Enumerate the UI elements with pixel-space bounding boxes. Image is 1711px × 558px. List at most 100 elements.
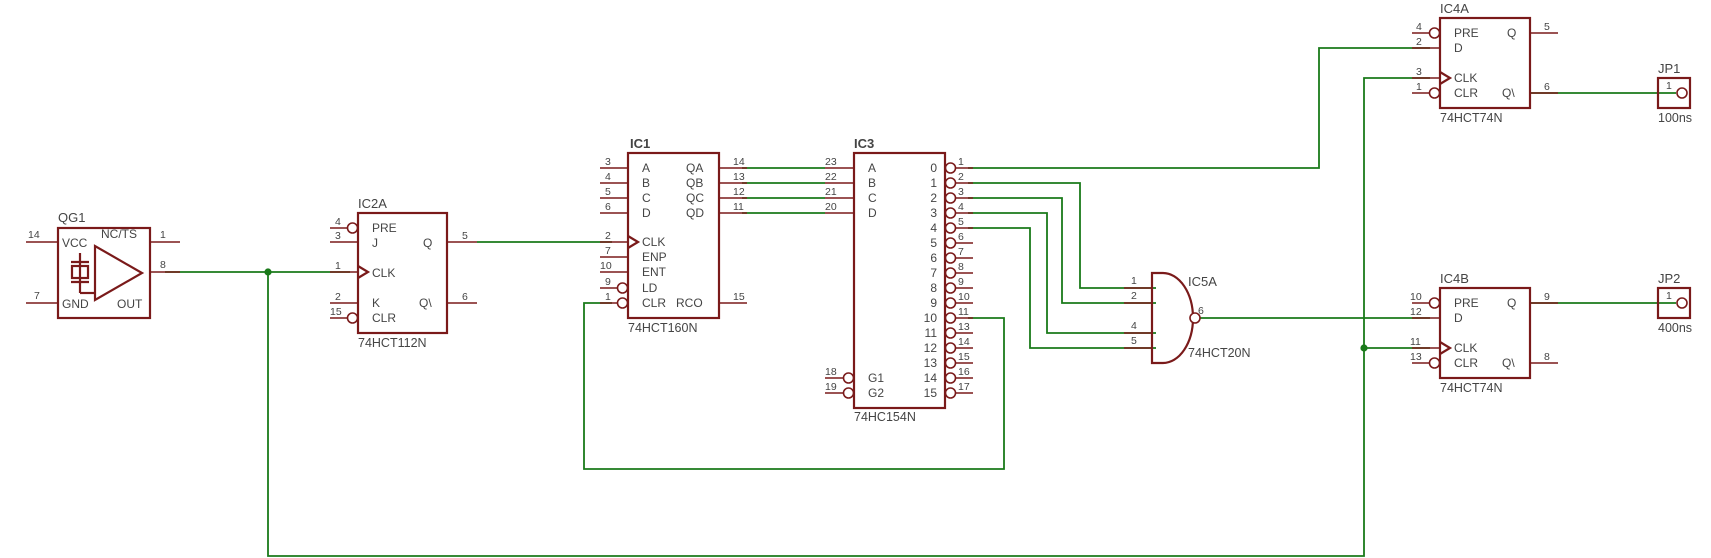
ic3-pin-out-num: 13 (958, 321, 970, 333)
ic3-pin-out-label: 1 (930, 176, 937, 190)
ic3-pin-out-num: 7 (958, 246, 964, 258)
junction-clk-2 (1360, 344, 1368, 352)
jumper-jp2[interactable]: JP2 1 400ns (1656, 271, 1692, 335)
ic4b-name: IC4B (1440, 271, 1469, 286)
gate-ic5a[interactable]: IC5A 1 2 4 5 6 74HCT20N (1124, 271, 1251, 365)
jp1-body (1656, 76, 1692, 110)
qg1-pin-out-label: OUT (117, 297, 143, 311)
chip-ic4b[interactable]: IC4B PRE D CLK CLR Q Q\ 10 12 11 13 9 8 … (1410, 271, 1558, 395)
ic3-pin-out-label: 7 (930, 266, 937, 280)
ic4b-value: 74HCT74N (1440, 381, 1503, 395)
ic1-pinnum-enp: 7 (605, 245, 611, 257)
nand-output-bubble (1189, 312, 1201, 324)
ic3-g1-bubble (842, 372, 855, 384)
ic5a-pinnum-1: 1 (1131, 275, 1137, 287)
ic2a-pin-qn-label: Q\ (419, 296, 432, 310)
ic3-pin-out-num: 2 (958, 171, 964, 183)
ic1-pinnum-qd: 11 (733, 201, 744, 213)
ic3-out-bubble (944, 267, 957, 279)
chip-ic4a[interactable]: IC4A PRE D CLK CLR Q Q\ 4 2 3 1 5 6 74HC… (1412, 1, 1558, 125)
ic5a-value: 74HCT20N (1188, 346, 1251, 360)
ic4a-value: 74HCT74N (1440, 111, 1503, 125)
ic1-pin-ent-label: ENT (642, 265, 667, 279)
ic4b-pinnum-q: 9 (1544, 291, 1550, 303)
ic4b-pinnum-clr: 13 (1410, 351, 1422, 363)
ic3-pin-g1-label: G1 (868, 371, 884, 385)
ic1-clk-arrow (627, 235, 641, 249)
ic3-pin-out-num: 6 (958, 231, 964, 243)
qg1-pinnum-gnd: 7 (34, 290, 40, 302)
ic1-pin-c-label: C (642, 191, 651, 205)
ic1-body (626, 151, 721, 320)
ic2a-value: 74HCT112N (358, 336, 427, 350)
ic4a-pin-d-label: D (1454, 41, 1463, 55)
jp2-pad-icon (1676, 297, 1688, 309)
ic1-pinnum-d: 6 (605, 201, 611, 213)
jp2-pinnum: 1 (1666, 290, 1672, 302)
ic4b-clr-bubble (1428, 357, 1441, 369)
ic3-value: 74HC154N (854, 410, 916, 424)
ic3-pin-out-num: 4 (958, 201, 964, 213)
qg1-pinnum-ncts: 1 (160, 229, 166, 241)
ic3-pin-out-num: 11 (958, 306, 969, 318)
ic3-pin-out-label: 11 (925, 326, 938, 340)
ic1-pin-qc-label: QC (686, 191, 704, 205)
ic5a-pinnum-4: 4 (1131, 320, 1137, 332)
ic3-pin-out-label: 5 (930, 236, 937, 250)
ic4a-clk-arrow (1439, 71, 1453, 85)
ic2a-clk-arrow (357, 265, 371, 279)
ic4b-pre-bubble (1428, 297, 1441, 309)
ic2a-pinnum-k: 2 (335, 291, 341, 303)
ic1-pinnum-clr: 1 (605, 291, 611, 303)
ic4b-pinnum-pre: 10 (1410, 291, 1422, 303)
ic4a-pinnum-clk: 3 (1416, 66, 1422, 78)
ic2a-name: IC2A (358, 196, 387, 211)
ic3-out-bubble (944, 387, 957, 399)
ic1-pin-enp-label: ENP (642, 250, 667, 264)
ic3-body (852, 151, 947, 410)
chip-ic2a[interactable]: IC2A PRE J CLK K CLR Q Q\ 4 3 1 2 15 5 6… (330, 196, 477, 350)
ic3-pin-out-label: 2 (930, 191, 937, 205)
ic1-pinnum-qb: 13 (733, 171, 745, 183)
ic5a-pinnum-2: 2 (1131, 290, 1137, 302)
jp2-value: 400ns (1658, 321, 1692, 335)
oscillator-qg1[interactable]: QG1 VCC GND NC/TS OUT 14 7 1 8 (26, 210, 180, 320)
ic3-out-bubble (944, 222, 957, 234)
nand-body (1150, 271, 1195, 365)
ic3-out-bubble (944, 342, 957, 354)
ic1-pinnum-a: 3 (605, 156, 611, 168)
jp1-name: JP1 (1658, 61, 1680, 76)
ic3-pin-out-num: 15 (958, 351, 970, 363)
ic3-pin-out-label: 3 (930, 206, 937, 220)
chip-ic1[interactable]: IC1 A B C D CLK ENP ENT LD CLR RCO QA QB… (600, 136, 747, 335)
jp1-pinnum: 1 (1666, 80, 1672, 92)
ic1-pin-qb-label: QB (686, 176, 703, 190)
ic1-pin-ld-label: LD (642, 281, 658, 295)
ic3-pinnum-b: 22 (825, 171, 837, 183)
net-dec4 (968, 227, 1156, 349)
ic3-out-bubble (944, 297, 957, 309)
net-dec3 (968, 212, 1156, 334)
ic3-pin-out-num: 8 (958, 261, 964, 273)
ic3-pin-out-label: 12 (924, 341, 938, 355)
qg1-pinnum-out: 8 (160, 259, 166, 271)
crystal-icon (70, 253, 95, 295)
ic1-pinnum-clk: 2 (605, 230, 611, 242)
qg1-body (56, 226, 152, 320)
ic1-pinnum-ld: 9 (605, 276, 611, 288)
ic4b-pin-clr-label: CLR (1454, 356, 1478, 370)
ic3-pinnum-c: 21 (825, 186, 837, 198)
ic1-pin-clk-label: CLK (642, 235, 665, 249)
ic5a-pinnum-5: 5 (1131, 335, 1137, 347)
ic4a-name: IC4A (1440, 1, 1469, 16)
ic3-out-bubble (944, 357, 957, 369)
ic2a-pin-clk-label: CLK (372, 266, 395, 280)
ic3-pin-out-label: 14 (924, 371, 938, 385)
ic3-out-bubble (944, 312, 957, 324)
jumper-jp1[interactable]: JP1 1 100ns (1656, 61, 1692, 125)
ic3-pinnum-g2: 19 (825, 381, 837, 393)
ic1-pin-rco-label: RCO (676, 296, 703, 310)
net-dec2 (968, 197, 1156, 304)
ic2a-clr-bubble (346, 312, 359, 324)
